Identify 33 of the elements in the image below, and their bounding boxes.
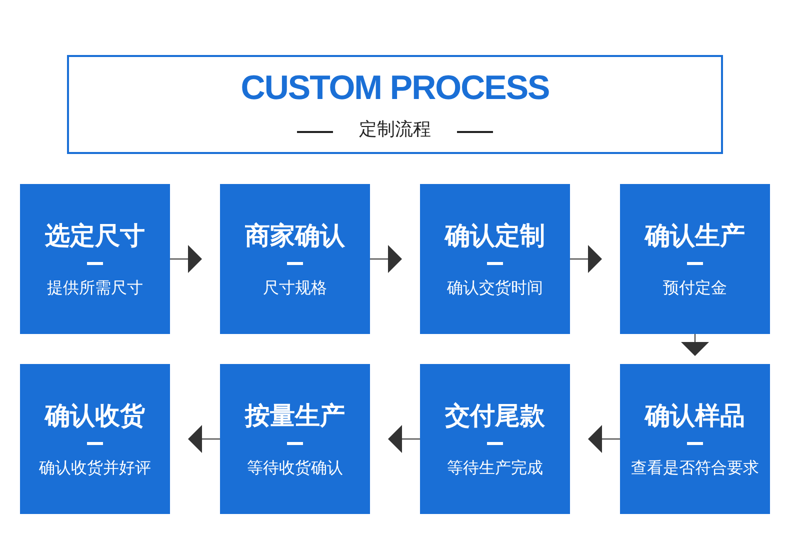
subtitle: 定制流程 [359,118,431,141]
step-box [420,184,570,334]
step-box [420,364,570,514]
arrow [370,245,402,273]
step-title: 确认生产 [645,220,745,252]
step-description: 等待生产完成 [446,457,544,479]
step-description: 提供所需尺寸 [46,277,144,299]
arrow [188,425,220,453]
step-description: 尺寸规格 [262,277,328,299]
step-title: 按量生产 [245,400,345,432]
step-box [220,184,370,334]
step-title: 商家确认 [245,220,345,252]
step-title: 交付尾款 [445,400,545,432]
step-title: 确认定制 [445,220,545,252]
step-box [20,184,170,334]
step-description: 预付定金 [662,277,728,299]
step-box [620,184,770,334]
title: CUSTOM PROCESS [240,69,550,108]
step-title: 选定尺寸 [45,220,145,252]
step-box [220,364,370,514]
step-description: 等待收货确认 [246,457,344,479]
arrow [588,425,620,453]
arrow [681,334,709,356]
arrow [170,245,202,273]
step-description: 确认交货时间 [446,277,544,299]
step-title: 确认样品 [645,400,745,432]
arrow [388,425,420,453]
step-box [20,364,170,514]
step-title: 确认收货 [45,400,145,432]
arrow [570,245,602,273]
step-box [620,364,770,514]
step-description: 查看是否符合要求 [630,457,760,479]
step-description: 确认收货并好评 [38,457,152,479]
